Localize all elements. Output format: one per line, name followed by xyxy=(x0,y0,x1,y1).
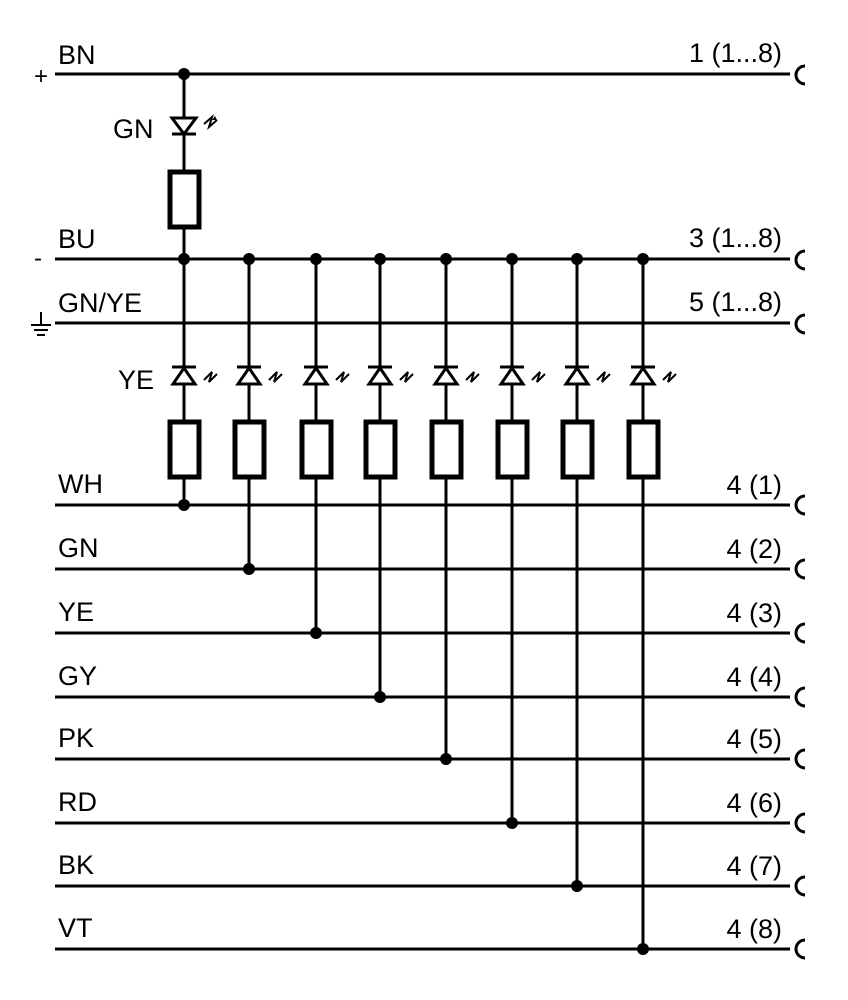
channel-pin-label-3: 4 (3) xyxy=(726,598,782,628)
bn-supply-line: + BN 1 (1...8) xyxy=(34,38,806,90)
signal-junction-dot-1 xyxy=(178,499,190,511)
ground-icon xyxy=(31,312,51,336)
channel-label-3: YE xyxy=(58,597,94,627)
resistor-icon-3 xyxy=(299,419,334,480)
signal-junction-dot-7 xyxy=(571,880,583,892)
plus-sign: + xyxy=(34,63,48,90)
channel-label-5: PK xyxy=(58,723,94,753)
channel-label-2: GN xyxy=(58,533,99,563)
yellow-led-icon-8 xyxy=(629,365,657,386)
earth-label: GN/YE xyxy=(58,288,142,318)
bu-pin-label: 3 (1...8) xyxy=(689,223,782,253)
signal-junction-dot-2 xyxy=(243,563,255,575)
connector-icon-3 xyxy=(794,622,806,644)
bu-junction-dot-7 xyxy=(571,253,583,265)
resistor-icon-2 xyxy=(232,419,267,480)
resistor-icon-8 xyxy=(626,419,661,480)
connector-icon-2 xyxy=(794,558,806,580)
connector-icon-1 xyxy=(794,494,806,516)
bu-junction-dot-3 xyxy=(310,253,322,265)
bn-label: BN xyxy=(58,40,96,70)
bu-supply-line: - BU 3 (1...8) xyxy=(34,223,806,272)
bn-pin-label: 1 (1...8) xyxy=(689,38,782,68)
channel-label-7: BK xyxy=(58,850,94,880)
channel-pin-label-1: 4 (1) xyxy=(726,470,782,500)
channel-label-6: RD xyxy=(58,787,97,817)
power-led-label: GN xyxy=(113,114,154,144)
yellow-led-icon-1 xyxy=(170,365,198,386)
channel-pin-label-8: 4 (8) xyxy=(726,914,782,944)
bu-junction-dot-8 xyxy=(637,253,649,265)
minus-sign: - xyxy=(34,245,42,272)
signal-junction-dot-6 xyxy=(506,817,518,829)
signal-junction-dot-8 xyxy=(637,943,649,955)
resistor-icon xyxy=(167,169,202,230)
channel-group: WH 4 (1) GN 4 (2) YE 4 (3) GY 4 (4) PK 4 (5) RD 4 (… xyxy=(55,253,806,960)
resistor-icon-4 xyxy=(363,419,398,480)
green-led-icon xyxy=(169,113,218,137)
channel-pin-label-2: 4 (2) xyxy=(726,534,782,564)
channel-pin-label-4: 4 (4) xyxy=(726,662,782,692)
connector-icon-6 xyxy=(794,812,806,834)
channel-pin-label-7: 4 (7) xyxy=(726,851,782,881)
channel-pin-label-5: 4 (5) xyxy=(726,724,782,754)
channel-pin-label-6: 4 (6) xyxy=(726,788,782,818)
yellow-led-icon-6 xyxy=(498,365,526,386)
channel-label-4: GY xyxy=(58,661,97,691)
yellow-led-icon-3 xyxy=(302,365,330,386)
yellow-led-icon-4 xyxy=(366,365,394,386)
resistor-icon-6 xyxy=(495,419,530,480)
bn-connector-icon xyxy=(794,64,806,86)
connector-icon-4 xyxy=(794,686,806,708)
earth-pin-label: 5 (1...8) xyxy=(689,287,782,317)
signal-junction-dot-5 xyxy=(440,753,452,765)
channel-label-8: VT xyxy=(58,913,93,943)
yellow-led-icon-5 xyxy=(432,365,460,386)
channel-label-1: WH xyxy=(58,469,103,499)
bu-connector-icon xyxy=(794,249,806,271)
signal-junction-dot-4 xyxy=(374,691,386,703)
resistor-icon-1 xyxy=(167,419,202,480)
channel-led-label: YE xyxy=(118,365,154,395)
resistor-icon-7 xyxy=(560,419,595,480)
power-indicator: GN xyxy=(113,68,218,259)
earth-line: GN/YE 5 (1...8) xyxy=(31,287,806,336)
bu-label: BU xyxy=(58,224,96,254)
yellow-led-icon-7 xyxy=(563,365,591,386)
bu-junction-dot-2 xyxy=(243,253,255,265)
earth-connector-icon xyxy=(794,313,806,335)
bu-junction-dot-6 xyxy=(506,253,518,265)
bu-junction-dot-5 xyxy=(440,253,452,265)
bu-junction-dot-1 xyxy=(178,253,190,265)
connector-icon-5 xyxy=(794,748,806,770)
connector-icon-8 xyxy=(794,938,806,960)
signal-junction-dot-3 xyxy=(310,627,322,639)
bu-junction-dot-4 xyxy=(374,253,386,265)
resistor-icon-5 xyxy=(429,419,464,480)
connector-icon-7 xyxy=(794,875,806,897)
yellow-led-icon-2 xyxy=(235,365,263,386)
